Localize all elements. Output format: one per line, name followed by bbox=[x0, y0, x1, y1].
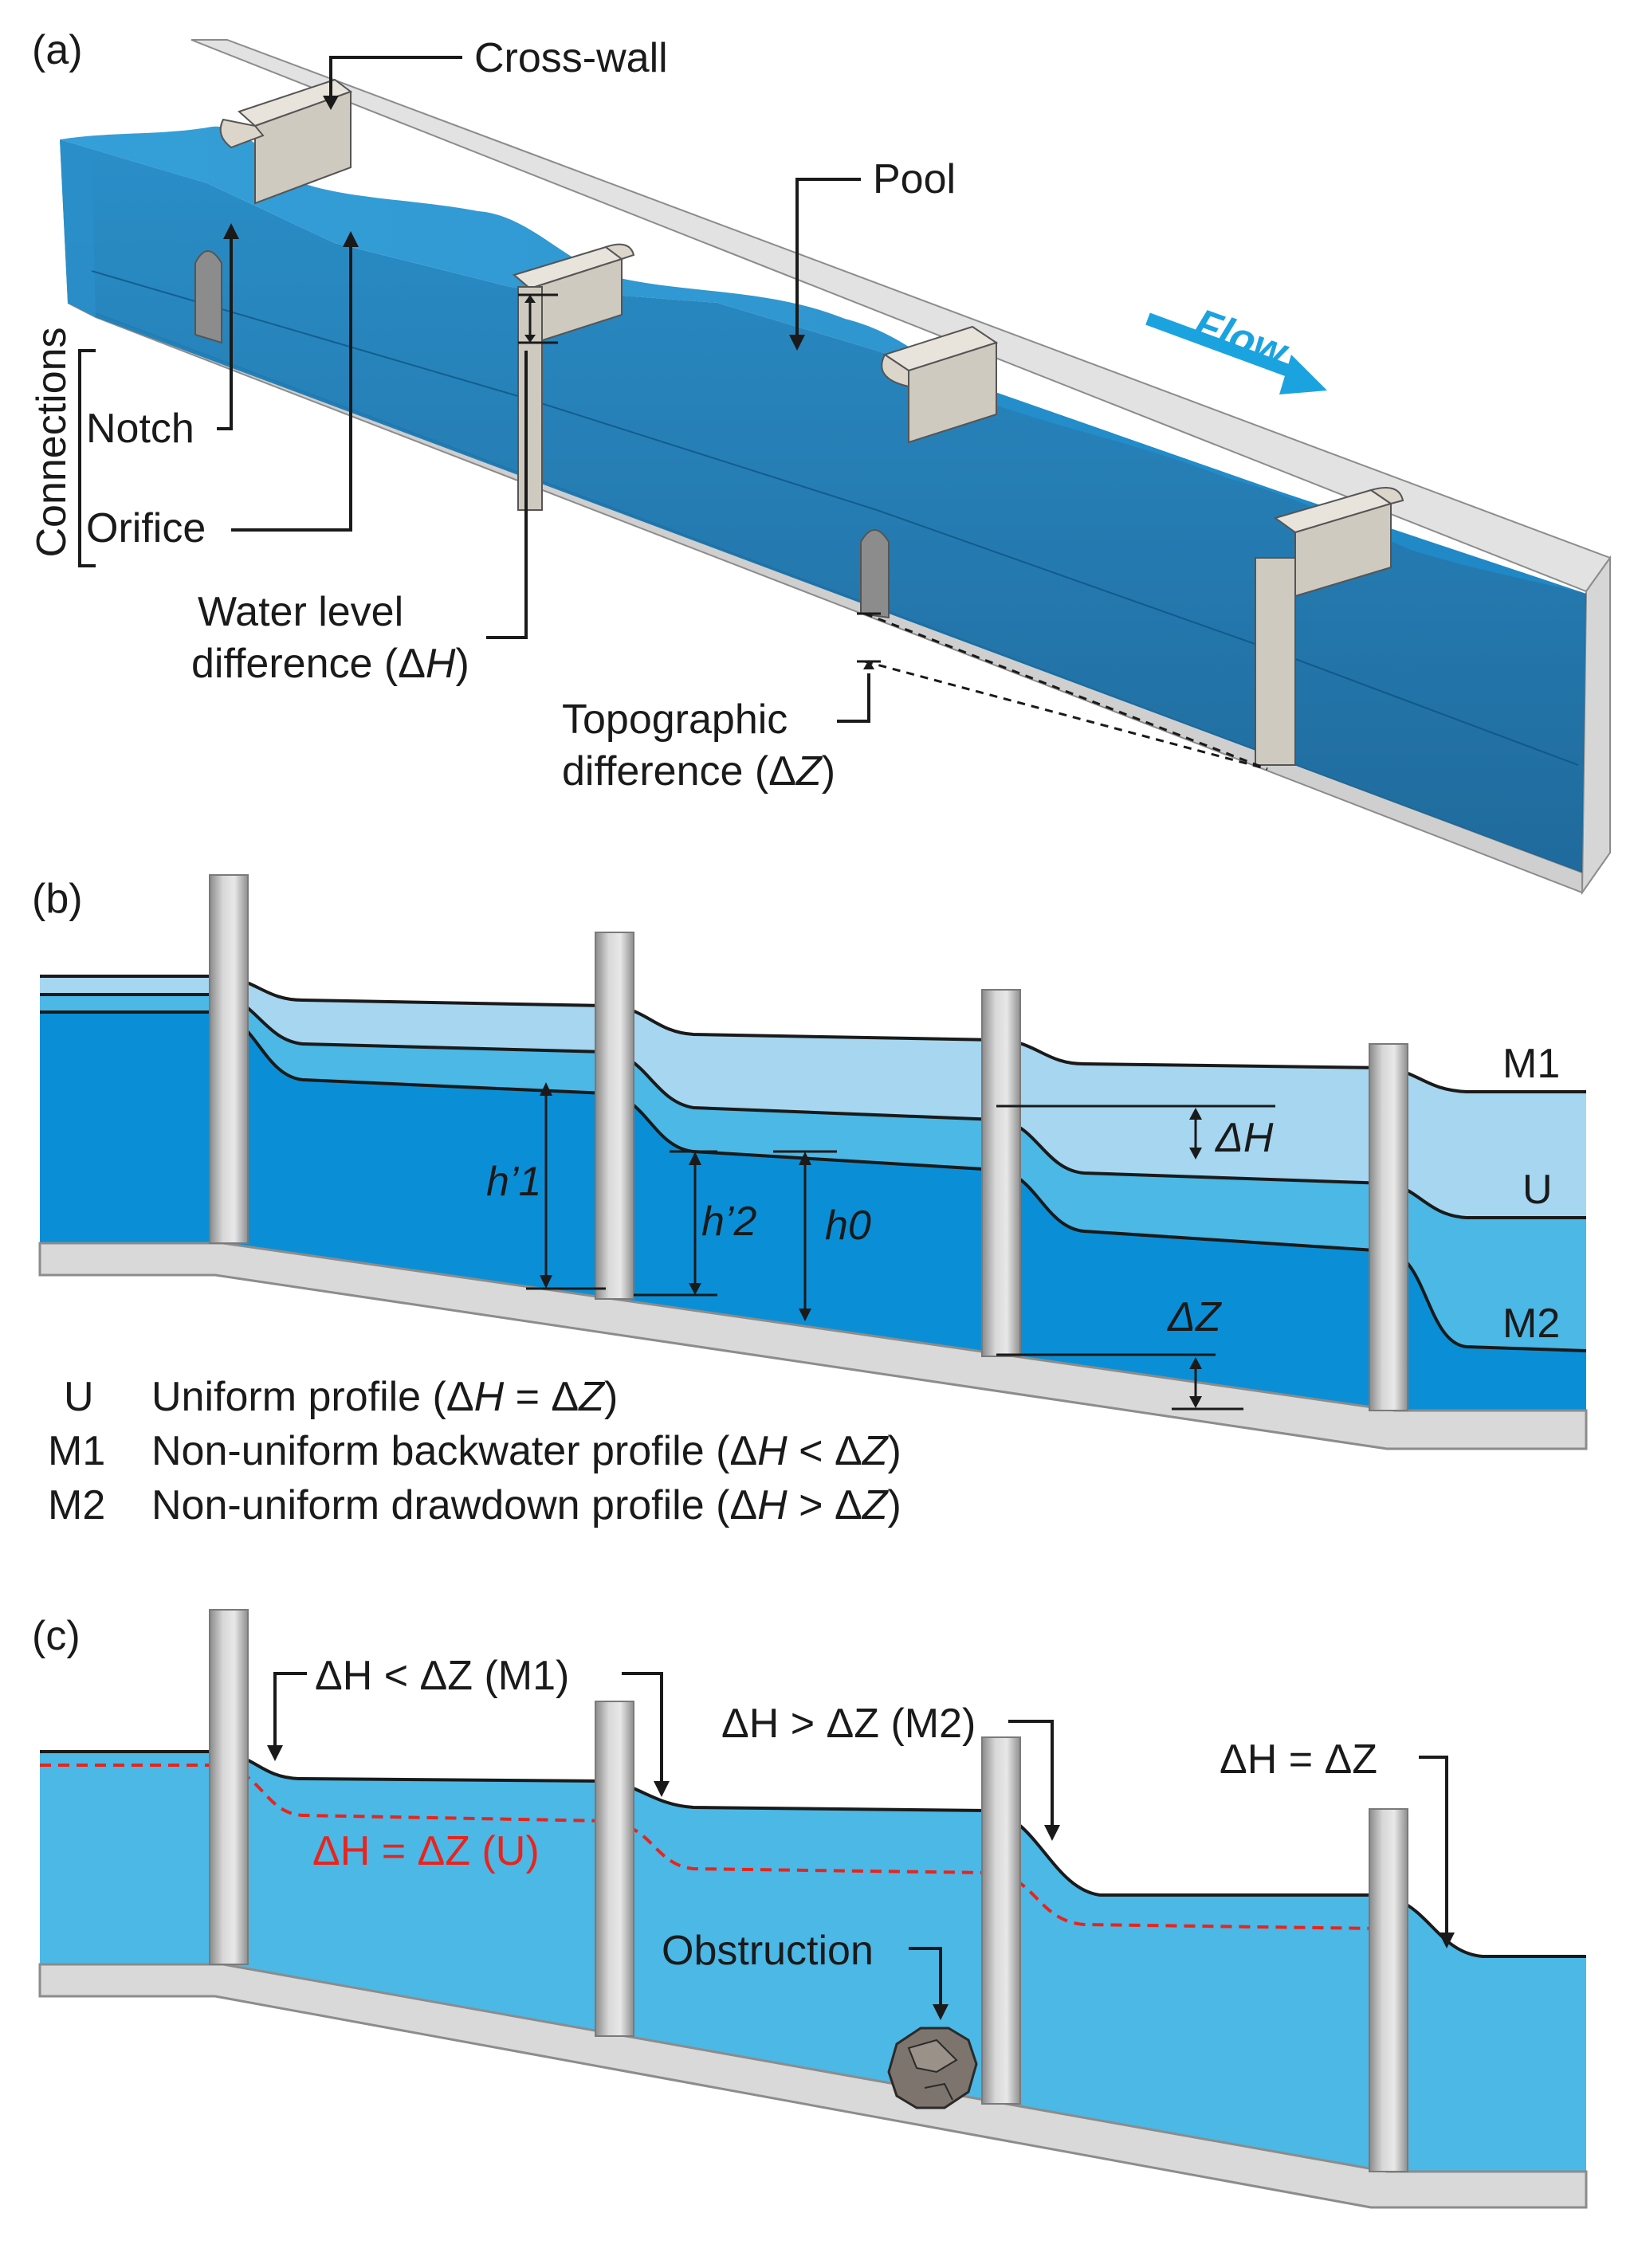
water-body bbox=[60, 139, 1586, 873]
topo-line-lower bbox=[864, 660, 1268, 771]
legend-text-u: Uniform profile (ΔH = ΔZ) bbox=[151, 1374, 618, 1420]
label-m1: M1 bbox=[1502, 1041, 1560, 1087]
panel-a: (a) bbox=[29, 27, 1612, 896]
h2-label: h’2 bbox=[701, 1199, 756, 1245]
callout-m1-arrows bbox=[267, 1672, 670, 1797]
notch-label: Notch bbox=[86, 406, 194, 452]
dim-dZ bbox=[996, 1353, 1243, 1411]
label-u: U bbox=[1522, 1167, 1553, 1213]
legend-key-m1: M1 bbox=[48, 1428, 105, 1474]
cross-wall-4 bbox=[1255, 487, 1404, 766]
callout-u-label: ΔH = ΔZ (U) bbox=[312, 1828, 540, 1874]
flow-arrow bbox=[1145, 312, 1327, 394]
dZ-label: ΔZ bbox=[1166, 1294, 1223, 1340]
callout-eq-arrow bbox=[1419, 1756, 1455, 1948]
label-m2: M2 bbox=[1502, 1301, 1560, 1347]
callout-m2-arrow bbox=[1008, 1720, 1060, 1841]
callout-eq-label: ΔH = ΔZ bbox=[1220, 1736, 1377, 1783]
callout-m2-label: ΔH > ΔZ (M2) bbox=[721, 1701, 976, 1747]
dim-dH bbox=[996, 1105, 1275, 1160]
panel-b-tag: (b) bbox=[32, 876, 83, 922]
wall-b-3 bbox=[981, 989, 1021, 1357]
dim-h0 bbox=[773, 1150, 837, 1321]
legend-key-m2: M2 bbox=[48, 1482, 105, 1528]
water-level-label-2: difference (ΔH) bbox=[191, 641, 469, 687]
orifice-label: Orifice bbox=[86, 505, 206, 551]
h0-label: h0 bbox=[825, 1203, 871, 1249]
pool-label: Pool bbox=[873, 156, 956, 202]
legend-text-m1: Non-uniform backwater profile (ΔH < ΔZ) bbox=[151, 1428, 901, 1474]
water-level-label-1: Water level bbox=[198, 589, 403, 635]
topo-label-2: difference (ΔZ) bbox=[562, 748, 835, 795]
profile-m1-line bbox=[40, 975, 1586, 1093]
connections-label: Connections bbox=[29, 327, 75, 557]
legend-b: U Uniform profile (ΔH = ΔZ) M1 Non-unifo… bbox=[48, 1374, 901, 1528]
cross-wall-3 bbox=[881, 325, 999, 444]
uniform-dashed-c bbox=[40, 1764, 1376, 1930]
legend-text-m2: Non-uniform drawdown profile (ΔH > ΔZ) bbox=[151, 1482, 901, 1528]
wall-c-2 bbox=[595, 1701, 634, 2037]
layer-m2 bbox=[40, 1012, 1586, 1418]
callout-obstruction-arrow bbox=[909, 1947, 949, 2020]
wall-c-4 bbox=[1369, 1808, 1408, 2172]
cross-wall-label: Cross-wall bbox=[474, 35, 668, 81]
cross-wall-1 bbox=[219, 78, 353, 205]
topo-line-upper bbox=[864, 612, 1268, 771]
dH-label: ΔH bbox=[1214, 1115, 1274, 1161]
dim-h1 bbox=[526, 1082, 606, 1290]
callout-topo bbox=[837, 612, 881, 723]
flow-label: Flow bbox=[1188, 300, 1295, 377]
channel-end-cap bbox=[1581, 555, 1611, 896]
water-surface bbox=[60, 126, 1586, 594]
topo-label-1: Topographic bbox=[562, 696, 788, 743]
callout-orifice bbox=[231, 231, 359, 532]
panel-b: (b) M1 U M2 h’1 bbox=[32, 874, 1588, 1528]
wall-c-1 bbox=[209, 1609, 249, 1965]
connections-bracket bbox=[78, 349, 96, 567]
obstruction-rock bbox=[887, 2027, 978, 2109]
wall-b-4 bbox=[1369, 1043, 1408, 1411]
wall-b-2 bbox=[595, 932, 634, 1300]
wall-b-1 bbox=[209, 874, 249, 1244]
panel-a-tag: (a) bbox=[32, 27, 83, 73]
dim-h2 bbox=[634, 1150, 717, 1297]
obstruction-label: Obstruction bbox=[662, 1928, 874, 1974]
panel-c: (c) ΔH < ΔZ (M1) ΔH > ΔZ (M2) bbox=[32, 1609, 1588, 2209]
callout-notch bbox=[217, 223, 239, 430]
callout-water-level bbox=[486, 293, 558, 639]
orifice-3 bbox=[860, 529, 890, 619]
water-c bbox=[40, 1752, 1586, 2176]
legend-key-u: U bbox=[64, 1374, 94, 1420]
callout-cross-wall bbox=[323, 56, 462, 110]
wall-c-3 bbox=[981, 1736, 1021, 2105]
h1-label: h’1 bbox=[486, 1159, 541, 1205]
orifice-1 bbox=[194, 250, 222, 344]
callout-m1-label: ΔH < ΔZ (M1) bbox=[315, 1653, 569, 1699]
profile-u-line bbox=[40, 993, 1586, 1219]
callout-pool bbox=[789, 178, 861, 351]
panel-c-tag: (c) bbox=[32, 1613, 81, 1659]
water-side bbox=[60, 139, 96, 317]
